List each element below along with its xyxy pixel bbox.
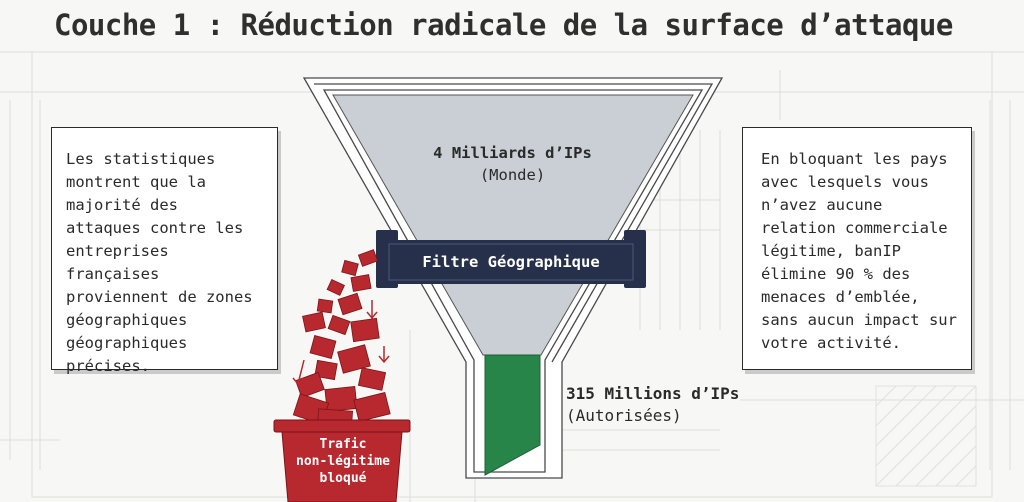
funnel-input-label: 4 Milliards d’IPs (Monde) bbox=[380, 142, 645, 186]
falling-arrows bbox=[292, 300, 390, 386]
hatched-corner bbox=[875, 385, 977, 487]
allowed-spout bbox=[484, 354, 541, 476]
input-count: 4 Milliards d’IPs bbox=[433, 144, 592, 162]
output-count: 315 Millions d’IPs bbox=[566, 384, 740, 403]
bin-label: Trafic non-légitime bloqué bbox=[296, 437, 390, 486]
funnel-output-label: 315 Millions d’IPs (Autorisées) bbox=[566, 383, 739, 427]
statistics-note: Les statistiques montrent que la majorit… bbox=[51, 127, 278, 375]
input-scope: (Monde) bbox=[479, 166, 546, 184]
page-title: Couche 1 : Réduction radicale de la surf… bbox=[54, 8, 953, 42]
output-scope: (Autorisées) bbox=[566, 406, 682, 425]
filter-bar bbox=[376, 230, 646, 288]
filter-label: Filtre Géographique bbox=[422, 253, 600, 271]
blocked-bin bbox=[273, 419, 411, 502]
benefit-note: En bloquant les pays avec lesquels vous … bbox=[742, 127, 972, 370]
blocked-blocks bbox=[292, 249, 391, 430]
